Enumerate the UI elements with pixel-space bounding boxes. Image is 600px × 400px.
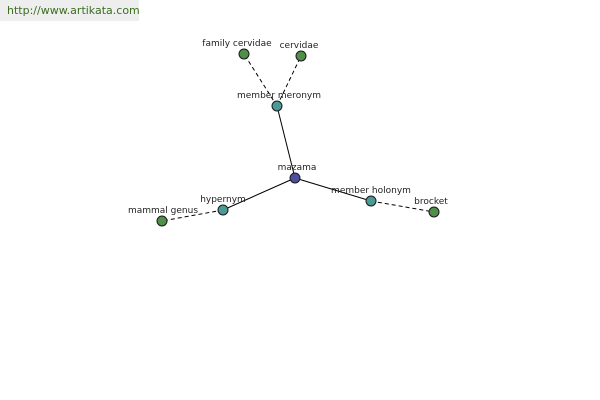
node-label-mazama: mazama [278,163,317,173]
edge-member-meronym-to-family-cervidae [243,53,278,107]
node-label-member-holonym: member holonym [331,186,411,196]
edge-hypernym-to-mammal-genus [161,209,224,222]
edge-mazama-to-member-holonym [294,177,372,202]
node-marker-mammal-genus[interactable] [156,215,168,227]
node-brocket[interactable]: brocket [414,197,448,218]
node-hypernym[interactable]: hypernym [200,195,246,216]
node-label-mammal-genus: mammal genus [128,206,198,216]
node-label-member-meronym: member meronym [237,91,321,101]
edge-member-meronym-to-cervidae [276,55,302,107]
node-marker-brocket[interactable] [428,206,440,218]
node-marker-cervidae[interactable] [295,50,307,62]
nodes-layer: mazama member meronym member holonym hypern… [128,39,448,227]
node-marker-hypernym[interactable] [217,204,229,216]
node-member-meronym[interactable]: member meronym [237,91,321,112]
node-mazama[interactable]: mazama [278,163,317,184]
watermark-url: http://www.artikata.com [0,0,140,21]
edge-mazama-to-member-meronym [276,105,296,179]
node-marker-family-cervidae[interactable] [238,48,250,60]
node-label-brocket: brocket [414,197,448,207]
node-member-holonym[interactable]: member holonym [331,186,411,207]
node-marker-member-holonym[interactable] [365,195,377,207]
node-label-hypernym: hypernym [200,195,246,205]
edge-member-holonym-to-brocket [370,200,435,213]
node-cervidae[interactable]: cervidae [280,41,319,62]
edge-mazama-to-hypernym [222,177,296,211]
node-mammal-genus[interactable]: mammal genus [128,206,198,227]
edges-layer [161,53,435,222]
node-marker-mazama[interactable] [289,172,301,184]
node-label-family-cervidae: family cervidae [202,39,272,49]
node-marker-member-meronym[interactable] [271,100,283,112]
node-label-cervidae: cervidae [280,41,319,51]
node-family-cervidae[interactable]: family cervidae [202,39,272,60]
